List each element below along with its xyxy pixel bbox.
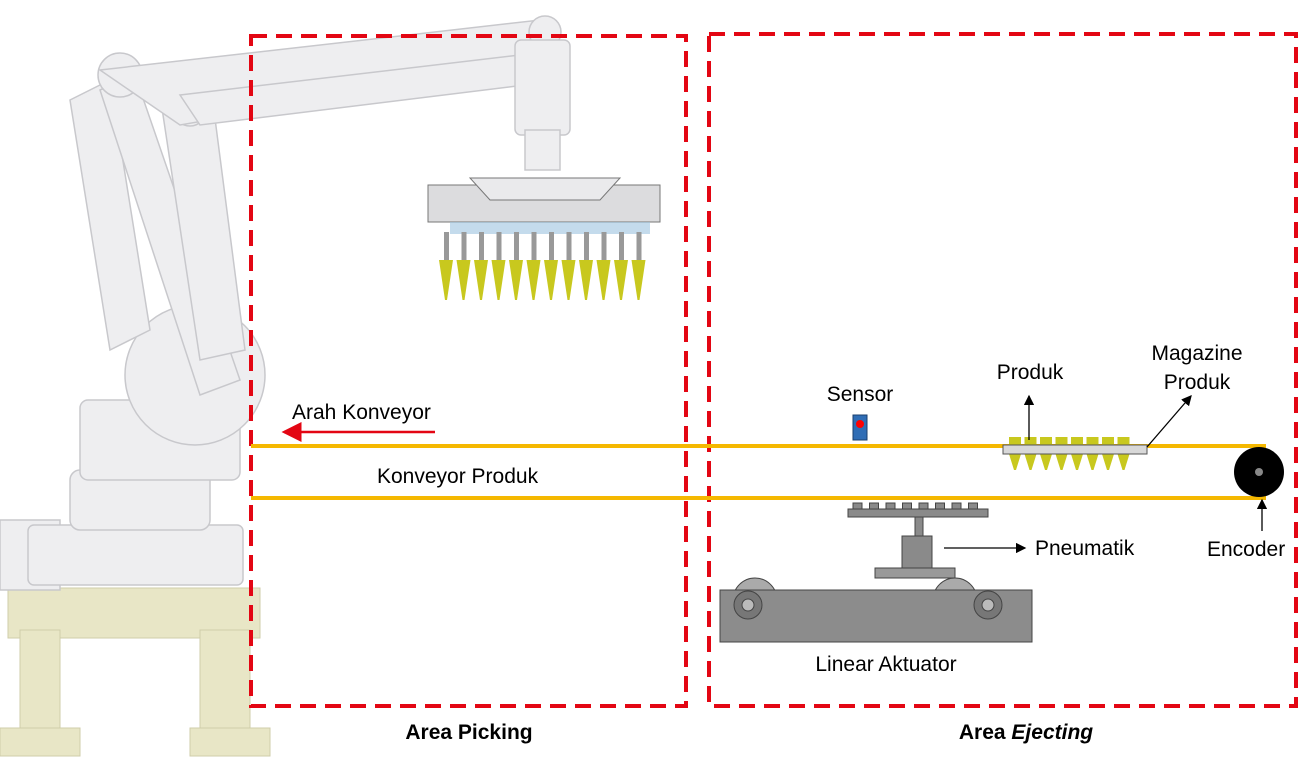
gripped-product <box>596 260 611 300</box>
label-konveyor-produk: Konveyor Produk <box>377 465 539 488</box>
product-magazine <box>1002 437 1148 470</box>
label-encoder: Encoder <box>1207 538 1285 561</box>
label-magazine-line1: Magazine <box>1151 342 1242 365</box>
gripper-finger <box>531 232 537 260</box>
robot-arm <box>0 15 571 591</box>
gripped-product <box>474 260 488 300</box>
gripper-finger <box>636 232 642 260</box>
gripped-product <box>526 260 541 300</box>
gripper-finger <box>566 232 572 260</box>
gripped-product <box>561 260 576 300</box>
gripped-product <box>456 260 471 300</box>
linear-actuator <box>719 567 1033 643</box>
magazine-pointer-arrow <box>1146 395 1192 448</box>
gripper-finger <box>461 232 467 260</box>
label-area-ejecting: Area Ejecting <box>959 721 1093 744</box>
label-pneumatik: Pneumatik <box>1035 537 1135 560</box>
pusher-pad <box>918 502 929 510</box>
gripped-product <box>614 260 628 300</box>
gripper-finger <box>479 232 484 260</box>
label-area-picking: Area Picking <box>405 721 532 744</box>
gripper-finger <box>619 232 624 260</box>
gripper-finger <box>496 232 502 260</box>
gripped-product <box>631 260 646 300</box>
pusher-pad <box>885 502 896 510</box>
label-produk: Produk <box>997 361 1064 384</box>
gripper-finger <box>514 232 519 260</box>
gripped-product <box>439 260 453 300</box>
gripped-product <box>579 260 593 300</box>
area-picking-box <box>249 34 688 708</box>
pusher-pad <box>951 502 962 510</box>
gripped-product <box>491 260 506 300</box>
encoder-icon <box>1234 447 1284 497</box>
pusher-pad <box>902 502 912 510</box>
pneumatic-cylinder <box>847 502 989 572</box>
gripper <box>427 177 661 300</box>
gripper-finger <box>584 232 589 260</box>
sensor-icon <box>852 414 868 441</box>
label-linear-aktuator: Linear Aktuator <box>815 653 956 676</box>
label-area-ejecting-italic: Ejecting <box>1011 721 1093 744</box>
label-arah-konveyor: Arah Konveyor <box>292 401 431 424</box>
gripper-finger <box>601 232 607 260</box>
label-sensor: Sensor <box>827 383 894 406</box>
label-area-ejecting-prefix: Area <box>959 721 1012 744</box>
label-magazine-line2: Produk <box>1164 371 1231 394</box>
pusher-pad <box>852 502 863 510</box>
pusher-pad <box>968 502 978 510</box>
gripper-finger <box>549 232 554 260</box>
gripped-product <box>509 260 523 300</box>
gripper-finger <box>444 232 449 260</box>
pusher-pad <box>935 502 945 510</box>
pusher-pad <box>869 502 879 510</box>
area-ejecting-box <box>707 32 1298 708</box>
gripped-product <box>544 260 558 300</box>
robot-pedestal <box>0 587 271 757</box>
